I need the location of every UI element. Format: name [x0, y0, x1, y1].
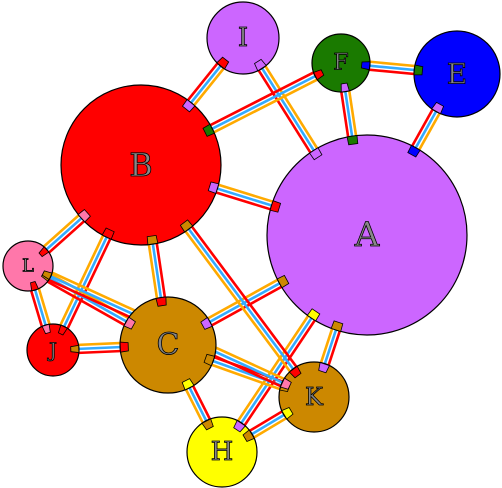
- node-L[interactable]: L: [2, 240, 54, 292]
- port-marker: [330, 320, 344, 333]
- node-C[interactable]: C: [119, 296, 217, 394]
- port-marker: [155, 296, 167, 307]
- port-marker: [181, 99, 196, 113]
- port-marker: [346, 135, 359, 146]
- node-K[interactable]: K: [278, 361, 350, 433]
- port-marker: [313, 69, 325, 81]
- node-label: K: [305, 383, 324, 411]
- port-marker: [309, 147, 323, 161]
- node-label: B: [129, 146, 153, 184]
- port-marker: [41, 270, 53, 281]
- port-marker: [431, 101, 445, 115]
- port-marker: [146, 234, 159, 246]
- port-marker: [203, 353, 216, 367]
- port-marker: [179, 219, 194, 233]
- port-marker: [77, 208, 91, 223]
- node-A[interactable]: A: [266, 134, 468, 336]
- port-marker: [413, 64, 424, 76]
- port-marker: [318, 361, 330, 374]
- port-marker: [340, 82, 350, 93]
- port-marker: [306, 308, 321, 322]
- port-marker: [200, 316, 213, 330]
- port-marker: [101, 227, 115, 240]
- port-marker: [181, 378, 195, 391]
- node-F[interactable]: F: [311, 33, 371, 93]
- node-circle: [266, 134, 468, 336]
- node-label: J: [47, 338, 57, 362]
- port-marker: [41, 323, 51, 335]
- node-label: H: [211, 437, 234, 467]
- port-marker: [407, 144, 421, 158]
- node-H[interactable]: H: [186, 416, 258, 488]
- port-marker: [70, 344, 80, 353]
- node-label: C: [157, 328, 180, 363]
- port-marker: [253, 58, 267, 72]
- node-circle: [206, 1, 280, 75]
- node-circle: [186, 416, 258, 488]
- port-marker: [207, 181, 220, 194]
- port-marker: [123, 316, 136, 330]
- port-marker: [57, 324, 68, 336]
- node-J[interactable]: J: [26, 323, 80, 377]
- node-B[interactable]: B: [60, 84, 222, 246]
- node-I[interactable]: I: [206, 1, 280, 75]
- port-marker: [201, 418, 214, 431]
- node-label: L: [22, 256, 34, 277]
- port-marker: [30, 281, 39, 292]
- node-label: I: [238, 23, 248, 53]
- port-marker: [288, 365, 302, 379]
- port-marker: [360, 61, 371, 71]
- node-label: E: [447, 58, 467, 91]
- port-marker: [276, 274, 290, 289]
- node-label: F: [333, 51, 348, 76]
- node-circle: [60, 84, 222, 246]
- node-label: A: [354, 215, 380, 255]
- port-marker: [202, 123, 215, 137]
- port-marker: [233, 419, 246, 433]
- port-marker: [269, 200, 282, 213]
- port-marker: [242, 429, 255, 443]
- node-E[interactable]: E: [413, 30, 501, 118]
- port-marker: [216, 56, 230, 70]
- node-circle: [278, 361, 350, 433]
- port-marker: [119, 341, 129, 353]
- port-marker: [279, 377, 292, 390]
- port-marker: [281, 406, 294, 420]
- port-marker: [38, 246, 50, 258]
